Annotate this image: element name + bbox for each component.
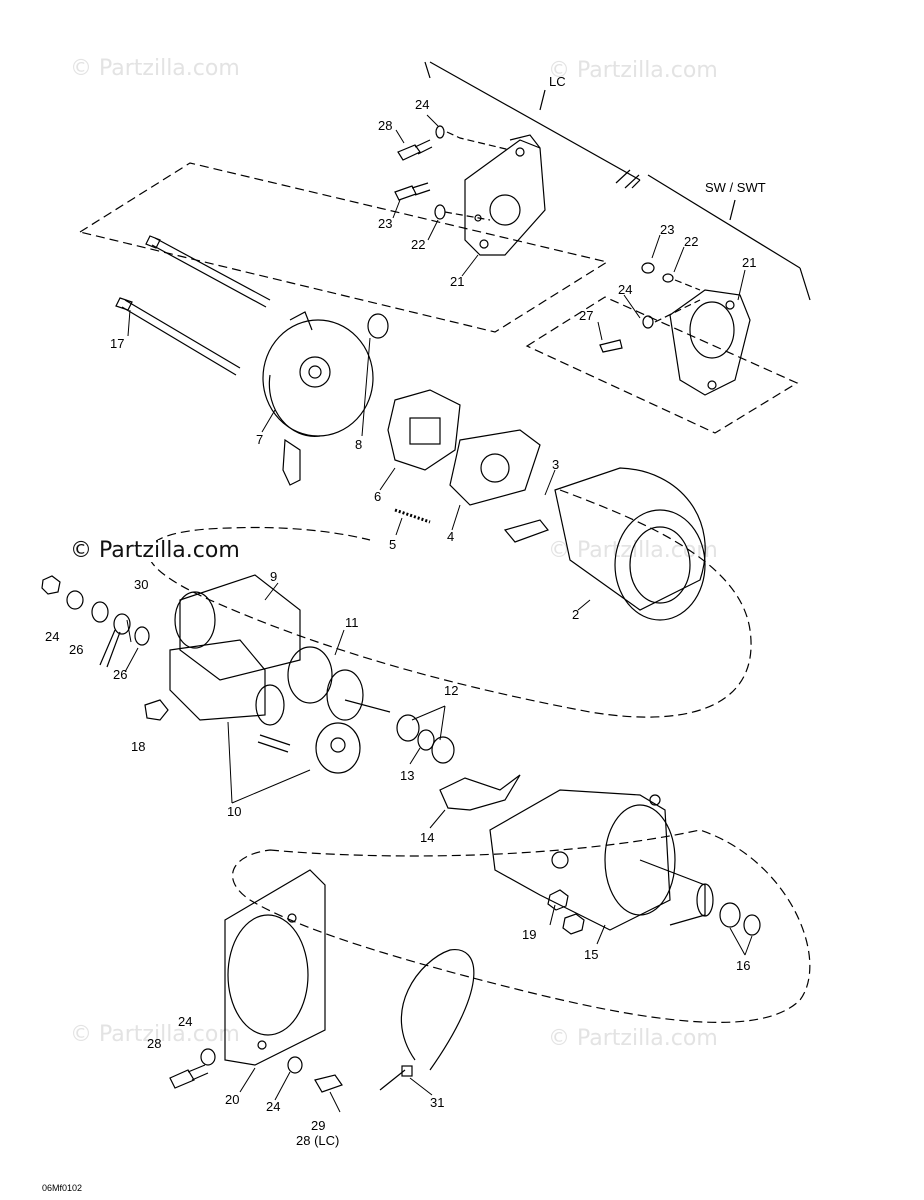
callout-22: 22 xyxy=(684,234,699,249)
watermark: © Partzilla.com xyxy=(548,58,718,83)
lc-hardware xyxy=(394,125,511,221)
nut-18 xyxy=(144,699,169,721)
callout-14: 14 xyxy=(420,830,435,845)
diagram-code: 06Mf0102 xyxy=(42,1183,83,1193)
callout-28-lc: 28 (LC) xyxy=(296,1133,340,1148)
callout-6: 6 xyxy=(374,489,382,504)
callout-26: 26 xyxy=(69,642,84,657)
bottom-screws xyxy=(169,1048,343,1093)
brush-holder xyxy=(449,429,541,506)
callout-8: 8 xyxy=(355,437,363,452)
callout-5: 5 xyxy=(389,537,397,552)
sw-group-outline xyxy=(525,296,799,434)
callout-28: 28 xyxy=(378,118,393,133)
callout-27: 27 xyxy=(579,308,594,323)
callout-12: 12 xyxy=(444,683,459,698)
nut-19 xyxy=(547,889,569,911)
callout-28: 28 xyxy=(147,1036,162,1051)
callout-7: 7 xyxy=(256,432,264,447)
callout-31: 31 xyxy=(430,1095,445,1110)
callout-10: 10 xyxy=(227,804,242,819)
watermark: © Partzilla.com xyxy=(548,538,718,563)
lc-plate xyxy=(464,134,546,256)
bushing xyxy=(367,313,389,339)
callout-17: 17 xyxy=(110,336,125,351)
terminal-hardware xyxy=(41,575,150,668)
callout-16: 16 xyxy=(736,958,751,973)
spring xyxy=(394,508,431,524)
solenoid xyxy=(169,639,291,753)
callout-24: 24 xyxy=(266,1099,281,1114)
callout-24: 24 xyxy=(415,97,430,112)
through-bolts xyxy=(115,235,271,376)
callout-13: 13 xyxy=(400,768,415,783)
callout-29: 29 xyxy=(311,1118,326,1133)
callout-23: 23 xyxy=(660,222,675,237)
group-brackets xyxy=(424,61,811,301)
watermark: © Partzilla.com xyxy=(70,56,240,81)
callout-24: 24 xyxy=(45,629,60,644)
callout-4: 4 xyxy=(447,529,455,544)
sw-plate xyxy=(599,262,751,396)
watermark-dark: © Partzilla.com xyxy=(70,538,240,563)
callout-11: 11 xyxy=(345,615,359,630)
callout-3: 3 xyxy=(552,457,560,472)
pinion-gear xyxy=(287,646,391,721)
callout-22: 22 xyxy=(411,237,426,252)
callout-21: 21 xyxy=(450,274,465,289)
brush-plate xyxy=(387,389,461,471)
callout-24: 24 xyxy=(618,282,633,297)
callout-18: 18 xyxy=(131,739,146,754)
shift-lever xyxy=(439,774,521,811)
nut-19b xyxy=(562,913,585,935)
callout-23: 23 xyxy=(378,216,393,231)
callout-26: 26 xyxy=(113,667,128,682)
callout-19: 19 xyxy=(522,927,537,942)
watermark: © Partzilla.com xyxy=(70,1022,240,1047)
callout-9: 9 xyxy=(270,569,278,584)
watermark: © Partzilla.com xyxy=(548,1026,718,1051)
callout-2: 2 xyxy=(572,607,580,622)
callout-24: 24 xyxy=(178,1014,193,1029)
washer-16 xyxy=(743,914,761,936)
callout-21: 21 xyxy=(742,255,757,270)
group-label-lc: LC xyxy=(549,74,566,89)
drive-housing xyxy=(489,789,714,931)
group-label-sw-swt: SW / SWT xyxy=(705,180,766,195)
drive-cap xyxy=(315,722,361,774)
washers-12-13 xyxy=(396,714,455,764)
mount-bracket xyxy=(224,869,326,1066)
leader-lines xyxy=(124,114,753,1113)
terminal xyxy=(503,519,549,543)
group-outlines xyxy=(78,162,811,1023)
bushing-16 xyxy=(719,902,741,928)
motor-yoke xyxy=(554,467,706,621)
cable-tie xyxy=(379,949,475,1091)
callout-20: 20 xyxy=(225,1092,240,1107)
callout-15: 15 xyxy=(584,947,599,962)
motor-armature xyxy=(174,574,301,681)
end-housing xyxy=(262,311,374,486)
callout-30: 30 xyxy=(134,577,149,592)
